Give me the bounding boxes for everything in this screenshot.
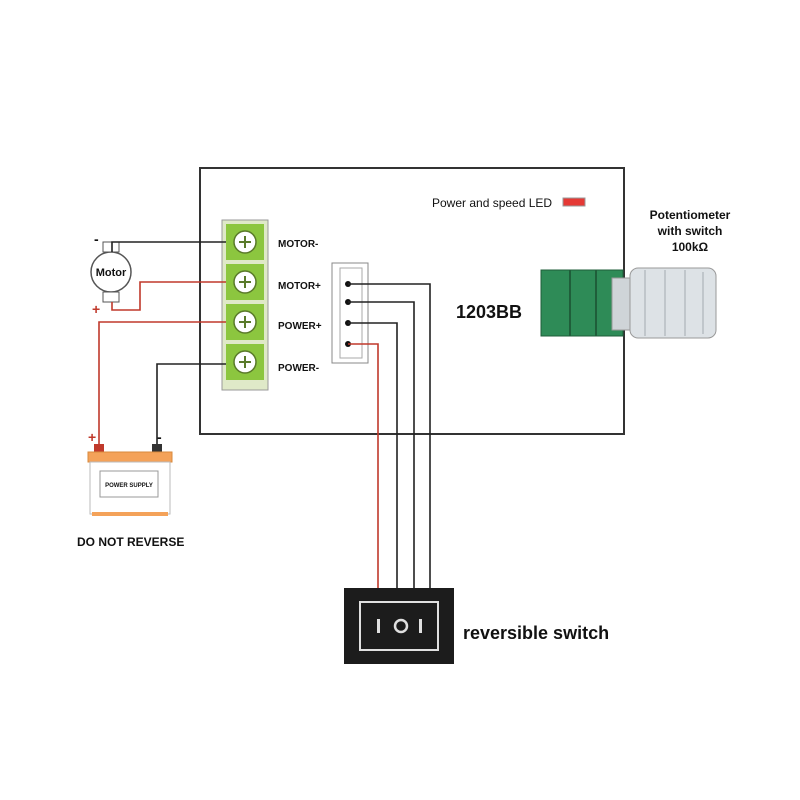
terminal-block [221,219,269,391]
battery-plus-sign: + [88,429,96,445]
motor [90,241,132,303]
wire-power-plus [98,321,226,444]
terminal-motor-minus [226,224,264,260]
switch-label: reversible switch [463,623,609,643]
potentiometer-label-line-1: Potentiometer [650,208,731,222]
switch-connector [331,262,369,364]
wire-motor-minus [111,241,226,252]
motor-plus-sign: + [92,301,100,317]
battery-label: POWER SUPPLY [105,483,153,489]
wire-switch-4 [348,343,379,590]
terminal-label-power-plus: POWER+ [278,321,322,332]
motor-minus-sign: - [94,231,99,247]
battery [87,444,173,516]
potentiometer-knob [629,267,717,339]
terminal-label-motor-minus: MOTOR- [278,239,318,250]
motor-label: Motor [96,267,127,279]
led-indicator [562,197,586,207]
wire-motor-plus [111,281,226,311]
wire-switch-2 [348,301,415,590]
reversible-switch [344,588,454,664]
terminal-power-plus [226,304,264,340]
potentiometer-label-line-2: with switch [657,224,723,238]
terminal-motor-plus [226,264,264,300]
potentiometer-label-line-3: 100kΩ [672,240,709,254]
wire-power-minus [156,363,226,444]
wire-switch-1 [348,283,431,590]
potentiometer-body [540,269,624,337]
model-label: 1203BB [456,302,522,322]
terminal-label-power-minus: POWER- [278,363,319,374]
led-label: Power and speed LED [432,196,552,210]
terminal-label-motor-plus: MOTOR+ [278,281,321,292]
potentiometer [540,267,717,339]
battery-warning: DO NOT REVERSE [77,535,184,549]
battery-minus-sign: - [157,429,162,445]
terminal-power-minus [226,344,264,380]
wire-switch-3 [348,322,398,590]
